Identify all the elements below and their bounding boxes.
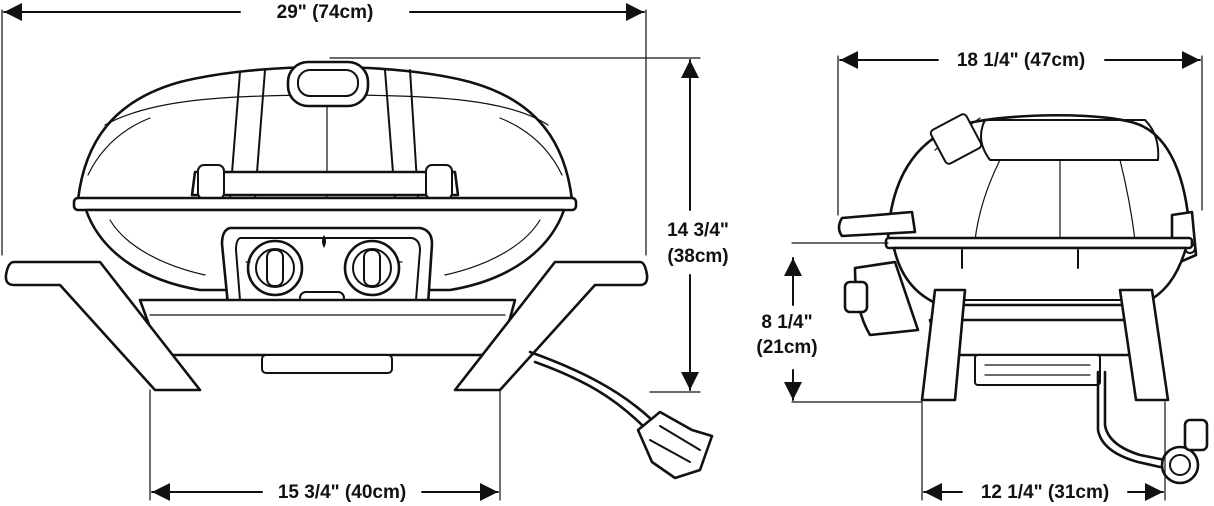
front-lower-tray (138, 298, 517, 357)
side-knob-icon (843, 280, 869, 314)
side-height-inches-label: 8 1/4" (761, 312, 812, 333)
side-drip-cup (974, 354, 1101, 386)
front-lid-ribs (229, 69, 419, 199)
side-control-box (853, 260, 920, 337)
front-right-knob (343, 239, 401, 297)
front-leg-span-label: 15 3/4" (40cm) (278, 482, 406, 503)
side-view-grill (837, 113, 1209, 485)
side-height-cm-label: (21cm) (756, 337, 817, 358)
side-regulator-icon (1160, 418, 1209, 485)
side-left-leg (920, 288, 967, 402)
side-right-leg (1118, 288, 1170, 402)
front-right-leg (453, 260, 649, 392)
front-drip-cup (261, 354, 393, 374)
flame-logo-icon (322, 235, 326, 248)
front-view-grill (4, 60, 714, 480)
front-height-inches-label: 14 3/4" (667, 220, 729, 241)
side-lid-vent (929, 113, 983, 165)
side-dimension-lines (784, 51, 1203, 501)
front-dimension-lines (1, 3, 701, 501)
front-regulator-icon (636, 410, 714, 480)
front-regulator-hose (528, 350, 654, 422)
front-height-cm-label: (38cm) (667, 246, 728, 267)
front-lid-handle (190, 170, 460, 197)
front-lid-seam (72, 196, 578, 212)
front-lid-vent (286, 60, 370, 108)
front-left-knob (246, 239, 304, 297)
side-leg-span-label: 12 1/4" (31cm) (981, 482, 1109, 503)
side-regulator-hose (1103, 370, 1167, 462)
side-depth-label: 18 1/4" (47cm) (957, 50, 1085, 71)
front-width-label: 29" (74cm) (277, 2, 374, 23)
side-lid-handle (837, 210, 917, 238)
front-left-leg (4, 260, 202, 392)
